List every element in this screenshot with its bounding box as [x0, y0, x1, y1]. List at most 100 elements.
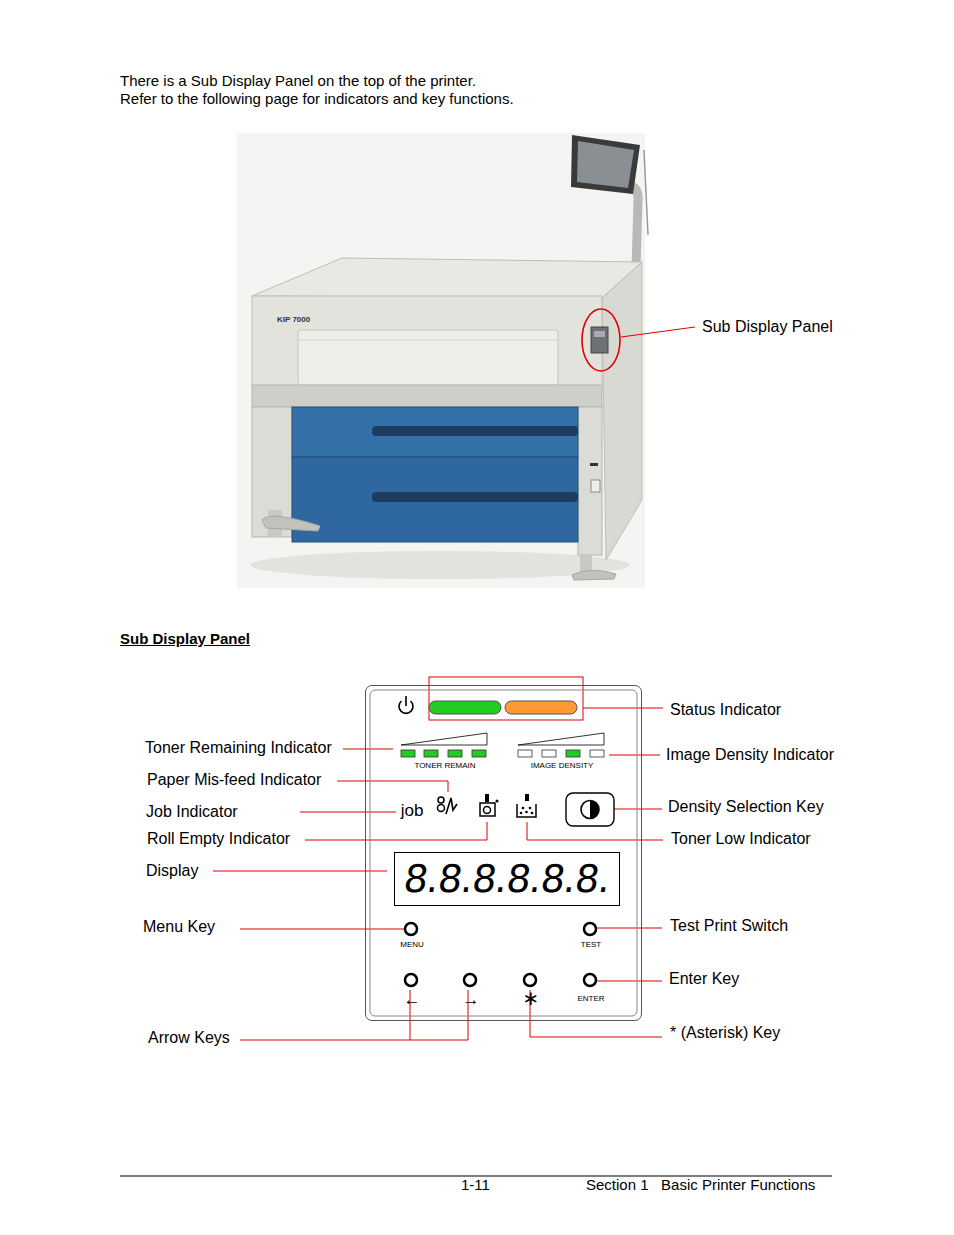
printer-photo	[262, 516, 320, 531]
leader-line	[343, 749, 393, 750]
indicator-label: job	[401, 802, 424, 819]
panel-graphics	[405, 974, 417, 986]
panel-graphics	[448, 750, 462, 757]
printer-photo	[252, 385, 602, 407]
printer-photo	[572, 570, 616, 580]
intro-text: Refer to the following page for indicato…	[120, 91, 514, 106]
panel-graphics	[518, 733, 604, 745]
panel-graphics	[405, 923, 417, 935]
callout-label: Roll Empty Indicator	[147, 831, 290, 847]
panel-graphics	[566, 793, 614, 826]
callout-label: Menu Key	[143, 919, 215, 935]
leader-line	[305, 822, 487, 840]
printer-photo	[252, 258, 642, 298]
panel-graphics	[496, 800, 499, 803]
panel-graphics	[590, 801, 599, 819]
panel-graphics	[529, 807, 532, 810]
printer-photo	[237, 133, 648, 588]
panel-graphics	[505, 701, 577, 714]
printer-photo	[292, 407, 578, 457]
callout-label: Paper Mis-feed Indicator	[147, 772, 321, 788]
panel-graphics	[405, 696, 407, 706]
leader-line	[337, 781, 448, 792]
key-label: ENTER	[577, 995, 604, 1003]
panel-graphics	[484, 807, 491, 814]
panel-graphics	[370, 690, 637, 1016]
panel-graphics	[542, 750, 556, 757]
intro-text: There is a Sub Display Panel on the top …	[120, 73, 476, 88]
printer-photo	[372, 426, 578, 436]
display-digits: 8.8.8.8.8.8.	[402, 860, 613, 898]
callout-label: Test Print Switch	[670, 918, 788, 934]
panel-graphics	[566, 750, 580, 757]
key-symbol: ←	[404, 991, 421, 1008]
control-panel: TONER REMAINIMAGE DENSITYjobMENUTESTENTE…	[365, 685, 642, 1021]
panel-graphics	[438, 805, 445, 812]
panel-graphics	[429, 701, 501, 714]
callout-label: Image Density Indicator	[666, 747, 834, 763]
printer-photo	[571, 135, 640, 194]
model-name: KIP 7000	[277, 316, 310, 324]
section-heading: Sub Display Panel	[120, 631, 250, 646]
callout-label: Arrow Keys	[148, 1030, 230, 1046]
panel-caption: IMAGE DENSITY	[531, 762, 594, 770]
segment-display: 8.8.8.8.8.8.	[394, 852, 620, 906]
callout-label: Enter Key	[669, 971, 739, 987]
leader-line	[213, 871, 387, 872]
leader-line	[597, 928, 662, 929]
printer-photo	[590, 463, 598, 466]
printer-photo	[644, 150, 648, 235]
panel-graphics	[518, 750, 532, 757]
leader-line	[621, 327, 695, 337]
key-label: MENU	[400, 941, 424, 949]
leader-line	[213, 327, 695, 1040]
page-number: 1-11	[461, 1177, 490, 1192]
leader-line	[240, 990, 468, 1040]
panel-graphics	[464, 974, 476, 986]
panel-graphics	[584, 974, 596, 986]
panel-graphics	[590, 750, 604, 757]
panel-caption: TONER REMAIN	[414, 762, 475, 770]
printer-photo	[615, 182, 638, 268]
printer-photo	[372, 492, 578, 502]
panel-graphics	[525, 811, 528, 814]
printer-photo	[591, 480, 600, 492]
printer-photo	[591, 327, 608, 353]
leader-line	[614, 809, 662, 810]
printer-photo	[298, 330, 558, 385]
printer-photo	[602, 262, 642, 560]
panel-graphics	[480, 803, 495, 816]
panel-graphics	[520, 812, 523, 815]
panel-graphics	[446, 798, 457, 814]
printer-photo	[250, 551, 630, 579]
panel-graphics	[370, 690, 637, 1016]
panel-graphics	[401, 750, 415, 757]
callout-label: Display	[146, 863, 198, 879]
panel-graphics	[472, 750, 486, 757]
callout-label: Toner Remaining Indicator	[145, 740, 332, 756]
callout-label: Sub Display Panel	[702, 319, 833, 335]
printer-photo	[577, 141, 634, 188]
leader-line	[240, 929, 404, 930]
panel-graphics	[438, 797, 444, 803]
panel-graphics	[485, 794, 489, 802]
printer-photo	[578, 407, 602, 555]
callout-label: * (Asterisk) Key	[670, 1025, 780, 1041]
printer-photo	[298, 340, 558, 341]
panel-graphics	[581, 801, 599, 819]
panel-graphics	[517, 804, 536, 817]
panel-graphics	[522, 807, 525, 810]
panel-graphics	[424, 750, 438, 757]
leader-line	[583, 708, 663, 709]
footer-text: Section 1 Basic Printer Functions	[586, 1177, 815, 1192]
callout-label: Status Indicator	[670, 702, 781, 718]
leader-line	[300, 812, 396, 813]
printer-photo	[292, 457, 578, 542]
panel-graphics	[584, 923, 596, 935]
panel-graphics	[524, 974, 536, 986]
panel-graphics	[401, 733, 487, 745]
printer-photo	[237, 133, 645, 588]
printer-photo	[252, 296, 602, 386]
printer-photo	[594, 331, 605, 337]
